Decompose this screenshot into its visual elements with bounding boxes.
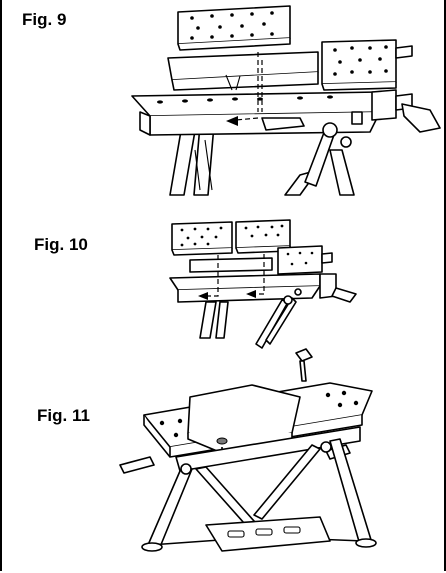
figure-9-illustration (131, 5, 441, 196)
figure-11-illustration (119, 348, 377, 552)
figure-label: Fig. 9 (22, 10, 67, 29)
figure-label: Fig. 10 (34, 235, 88, 254)
figure-10-illustration (169, 219, 357, 349)
figure-label: Fig. 11 (37, 406, 90, 425)
